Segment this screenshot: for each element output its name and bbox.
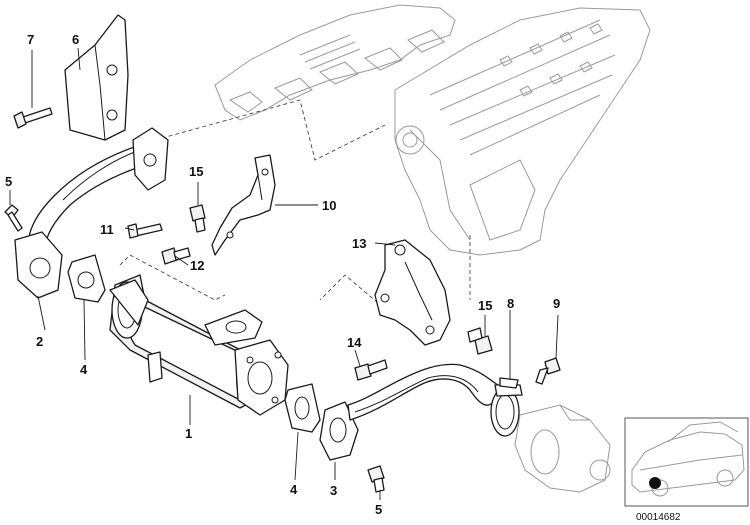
exhaust-manifold-outline [214,4,456,121]
callout-13: 13 [352,236,366,251]
callout-5-bottom: 5 [375,502,382,517]
callout-10: 10 [322,198,336,213]
bolt-part-5-left [4,204,23,232]
vehicle-location-inset: 00014682 [624,417,749,523]
callout-1: 1 [185,426,192,441]
bracket-part-13 [374,239,451,346]
bolt-part-5-bottom [367,465,385,493]
callout-4-right: 4 [290,482,298,497]
callout-5-left: 5 [5,174,12,189]
gasket-part-4-left [67,254,106,303]
bolt-part-15-right [467,327,493,355]
callout-15-left: 15 [189,164,203,179]
reference-number: 00014682 [636,512,681,523]
leader-lines [9,47,559,500]
bolt-part-15-left [189,204,206,233]
callout-7: 7 [27,32,34,47]
callout-9: 9 [553,296,560,311]
callout-3: 3 [330,483,337,498]
cylinder-head-outline [394,7,651,256]
location-marker [649,477,661,489]
callout-8: 8 [507,296,514,311]
callout-14: 14 [347,335,362,350]
bolt-part-11 [127,223,163,239]
egr-valve-outline [514,404,611,493]
bolt-part-7 [13,107,53,129]
pipe-clamp [490,377,523,437]
bracket-part-10 [211,154,276,256]
callout-6: 6 [72,32,79,47]
callout-2: 2 [36,334,43,349]
egr-cooler [109,274,289,416]
heat-shield-bracket [64,14,129,141]
gasket-part-4-right [284,383,321,433]
callout-15-right: 15 [478,298,492,313]
bolt-part-14 [354,359,388,381]
egr-pipe-lower [319,363,503,461]
bolt-part-12 [161,247,191,265]
callout-12: 12 [190,258,204,273]
egr-pipe-upper [14,127,169,299]
callout-labels: 1 2 3 4 4 5 5 6 7 8 9 10 11 12 13 14 15 … [5,32,560,517]
callout-11: 11 [100,222,114,237]
bolt-part-9 [535,357,561,385]
callout-4-left: 4 [80,362,88,377]
